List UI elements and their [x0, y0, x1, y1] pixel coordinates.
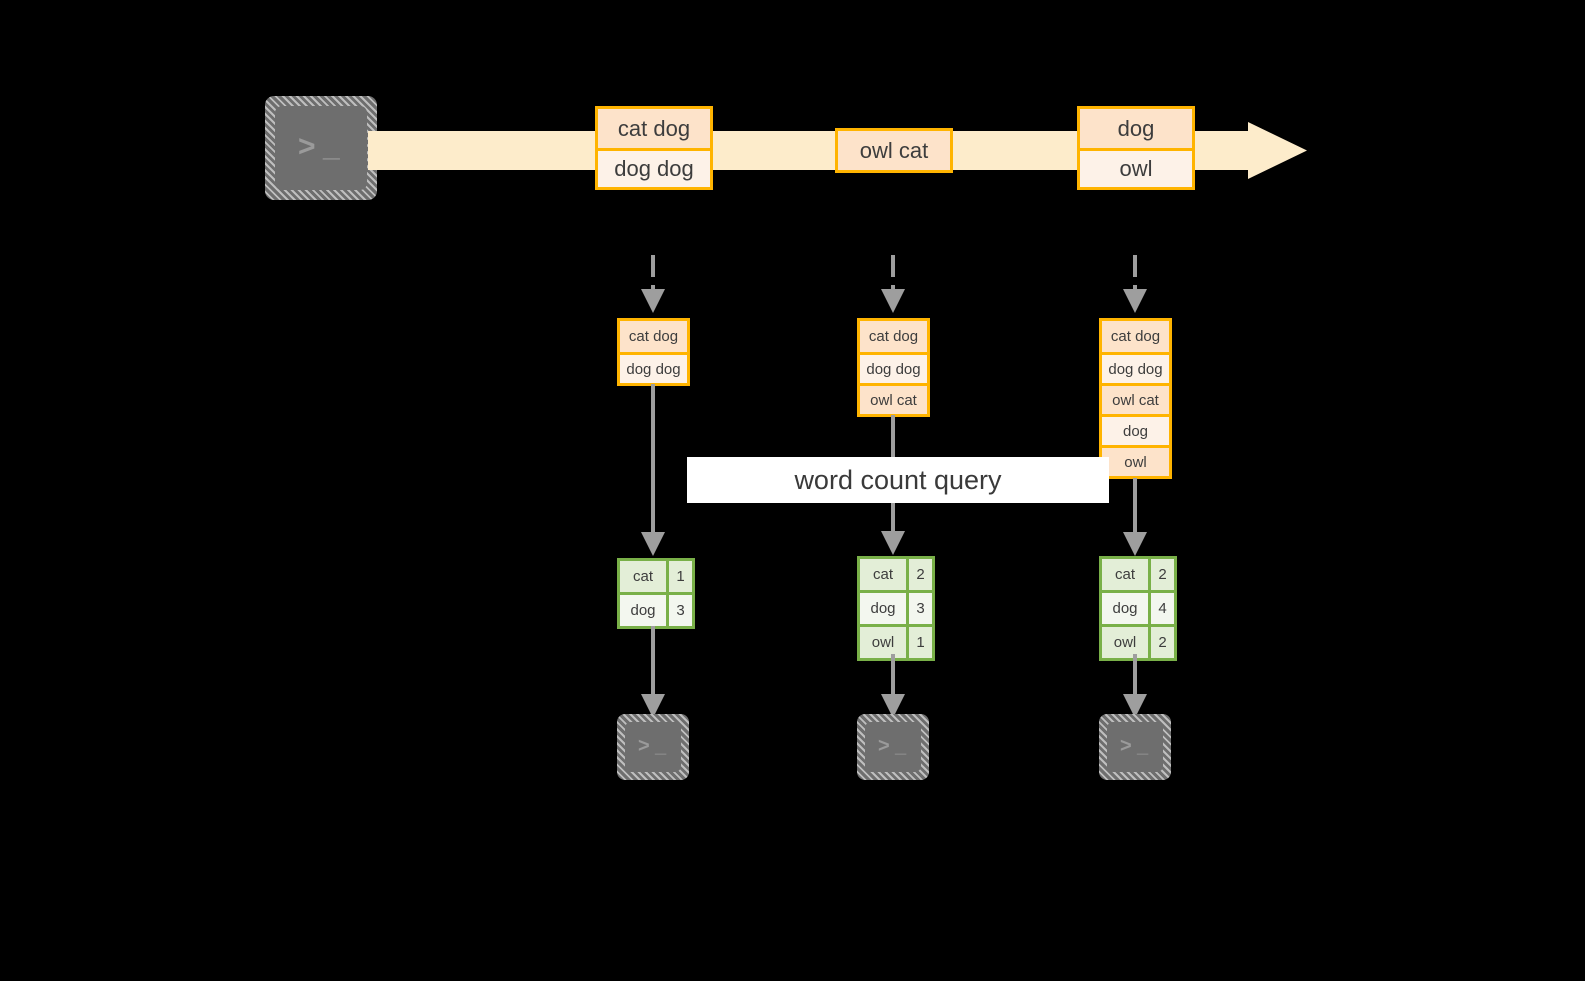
- state-table-3: cat dog dog dog owl cat dog owl: [1099, 318, 1172, 479]
- sink-terminal-icon-3: > _: [1099, 714, 1171, 780]
- result-word: dog: [860, 593, 906, 624]
- stream-event-group-2: owl cat: [835, 128, 953, 173]
- stream-event-row: owl cat: [838, 131, 950, 170]
- query-label-band: word count query: [687, 457, 1109, 503]
- connector-result-to-sink-1: [637, 626, 669, 720]
- result-word: dog: [1102, 593, 1148, 624]
- terminal-prompt-chevron-icon: >: [878, 735, 890, 757]
- terminal-prompt-chevron-icon: >: [1120, 735, 1132, 757]
- source-terminal-icon: > _: [265, 96, 377, 200]
- terminal-screen: > _: [275, 106, 367, 190]
- terminal-prompt-chevron-icon: >: [298, 130, 316, 163]
- table-row: dog 3: [860, 590, 932, 624]
- result-table-1: cat 1 dog 3: [617, 558, 695, 629]
- terminal-prompt-underscore-icon: _: [895, 735, 907, 757]
- table-row: cat 2: [860, 559, 932, 590]
- state-row: cat dog: [620, 321, 687, 352]
- result-count: 2: [906, 559, 932, 590]
- result-count: 1: [666, 561, 692, 592]
- state-row: dog dog: [620, 352, 687, 383]
- state-row: dog dog: [1102, 352, 1169, 383]
- result-count: 2: [1148, 627, 1174, 658]
- table-row: cat 2: [1102, 559, 1174, 590]
- state-row: owl cat: [1102, 383, 1169, 414]
- result-word: cat: [860, 559, 906, 590]
- stream-event-row: dog dog: [598, 148, 710, 187]
- connector-stream-to-state-1: [637, 255, 669, 317]
- stream-event-group-1: cat dog dog dog: [595, 106, 713, 190]
- result-table-3: cat 2 dog 4 owl 2: [1099, 556, 1177, 661]
- connector-result-to-sink-3: [1119, 654, 1151, 720]
- query-label-text: word count query: [794, 464, 1002, 495]
- result-count: 2: [1148, 559, 1174, 590]
- table-row: owl 1: [860, 624, 932, 658]
- stream-event-row: owl: [1080, 148, 1192, 187]
- state-row: dog dog: [860, 352, 927, 383]
- result-word: dog: [620, 595, 666, 626]
- state-table-2: cat dog dog dog owl cat: [857, 318, 930, 417]
- connector-stream-to-state-3: [1119, 255, 1151, 317]
- sink-terminal-icon-2: > _: [857, 714, 929, 780]
- state-table-1: cat dog dog dog: [617, 318, 690, 386]
- terminal-screen: > _: [865, 722, 921, 772]
- stream-event-row: cat dog: [598, 109, 710, 148]
- state-row: cat dog: [1102, 321, 1169, 352]
- connector-state-to-result-3: [1119, 478, 1151, 558]
- table-row: owl 2: [1102, 624, 1174, 658]
- terminal-prompt-underscore-icon: _: [1137, 735, 1149, 757]
- result-word: cat: [620, 561, 666, 592]
- stream-event-row: dog: [1080, 109, 1192, 148]
- terminal-screen: > _: [625, 722, 681, 772]
- result-word: owl: [1102, 627, 1148, 658]
- terminal-prompt-chevron-icon: >: [638, 735, 650, 757]
- sink-terminal-icon-1: > _: [617, 714, 689, 780]
- result-word: owl: [860, 627, 906, 658]
- result-count: 4: [1148, 593, 1174, 624]
- stream-event-group-3: dog owl: [1077, 106, 1195, 190]
- table-row: dog 3: [620, 592, 692, 626]
- result-word: cat: [1102, 559, 1148, 590]
- state-row: owl cat: [860, 383, 927, 414]
- result-count: 3: [906, 593, 932, 624]
- terminal-screen: > _: [1107, 722, 1163, 772]
- result-count: 3: [666, 595, 692, 626]
- table-row: cat 1: [620, 561, 692, 592]
- terminal-prompt-underscore-icon: _: [323, 130, 340, 163]
- state-row: cat dog: [860, 321, 927, 352]
- connector-state-to-result-1: [637, 384, 669, 558]
- terminal-prompt-underscore-icon: _: [655, 735, 667, 757]
- state-row: owl: [1102, 445, 1169, 476]
- connector-result-to-sink-2: [877, 654, 909, 720]
- result-count: 1: [906, 627, 932, 658]
- table-row: dog 4: [1102, 590, 1174, 624]
- connector-stream-to-state-2: [877, 255, 909, 317]
- state-row: dog: [1102, 414, 1169, 445]
- result-table-2: cat 2 dog 3 owl 1: [857, 556, 935, 661]
